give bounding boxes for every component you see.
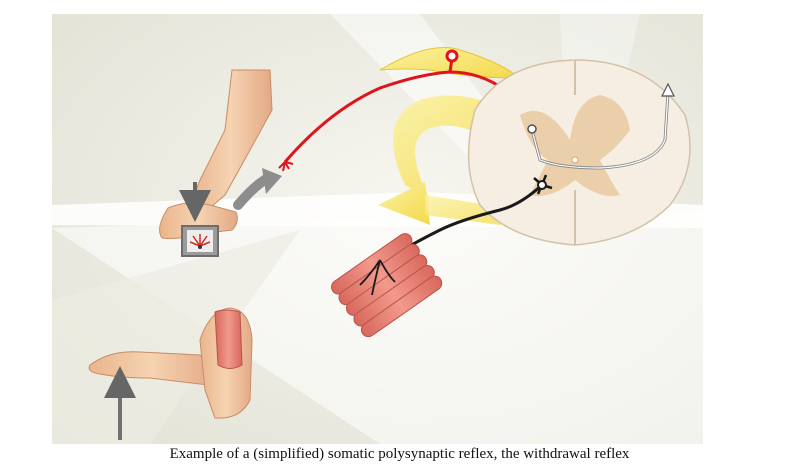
- pain-stimulus-icon: [182, 226, 218, 256]
- figure-caption: Example of a (simplified) somatic polysy…: [0, 445, 799, 463]
